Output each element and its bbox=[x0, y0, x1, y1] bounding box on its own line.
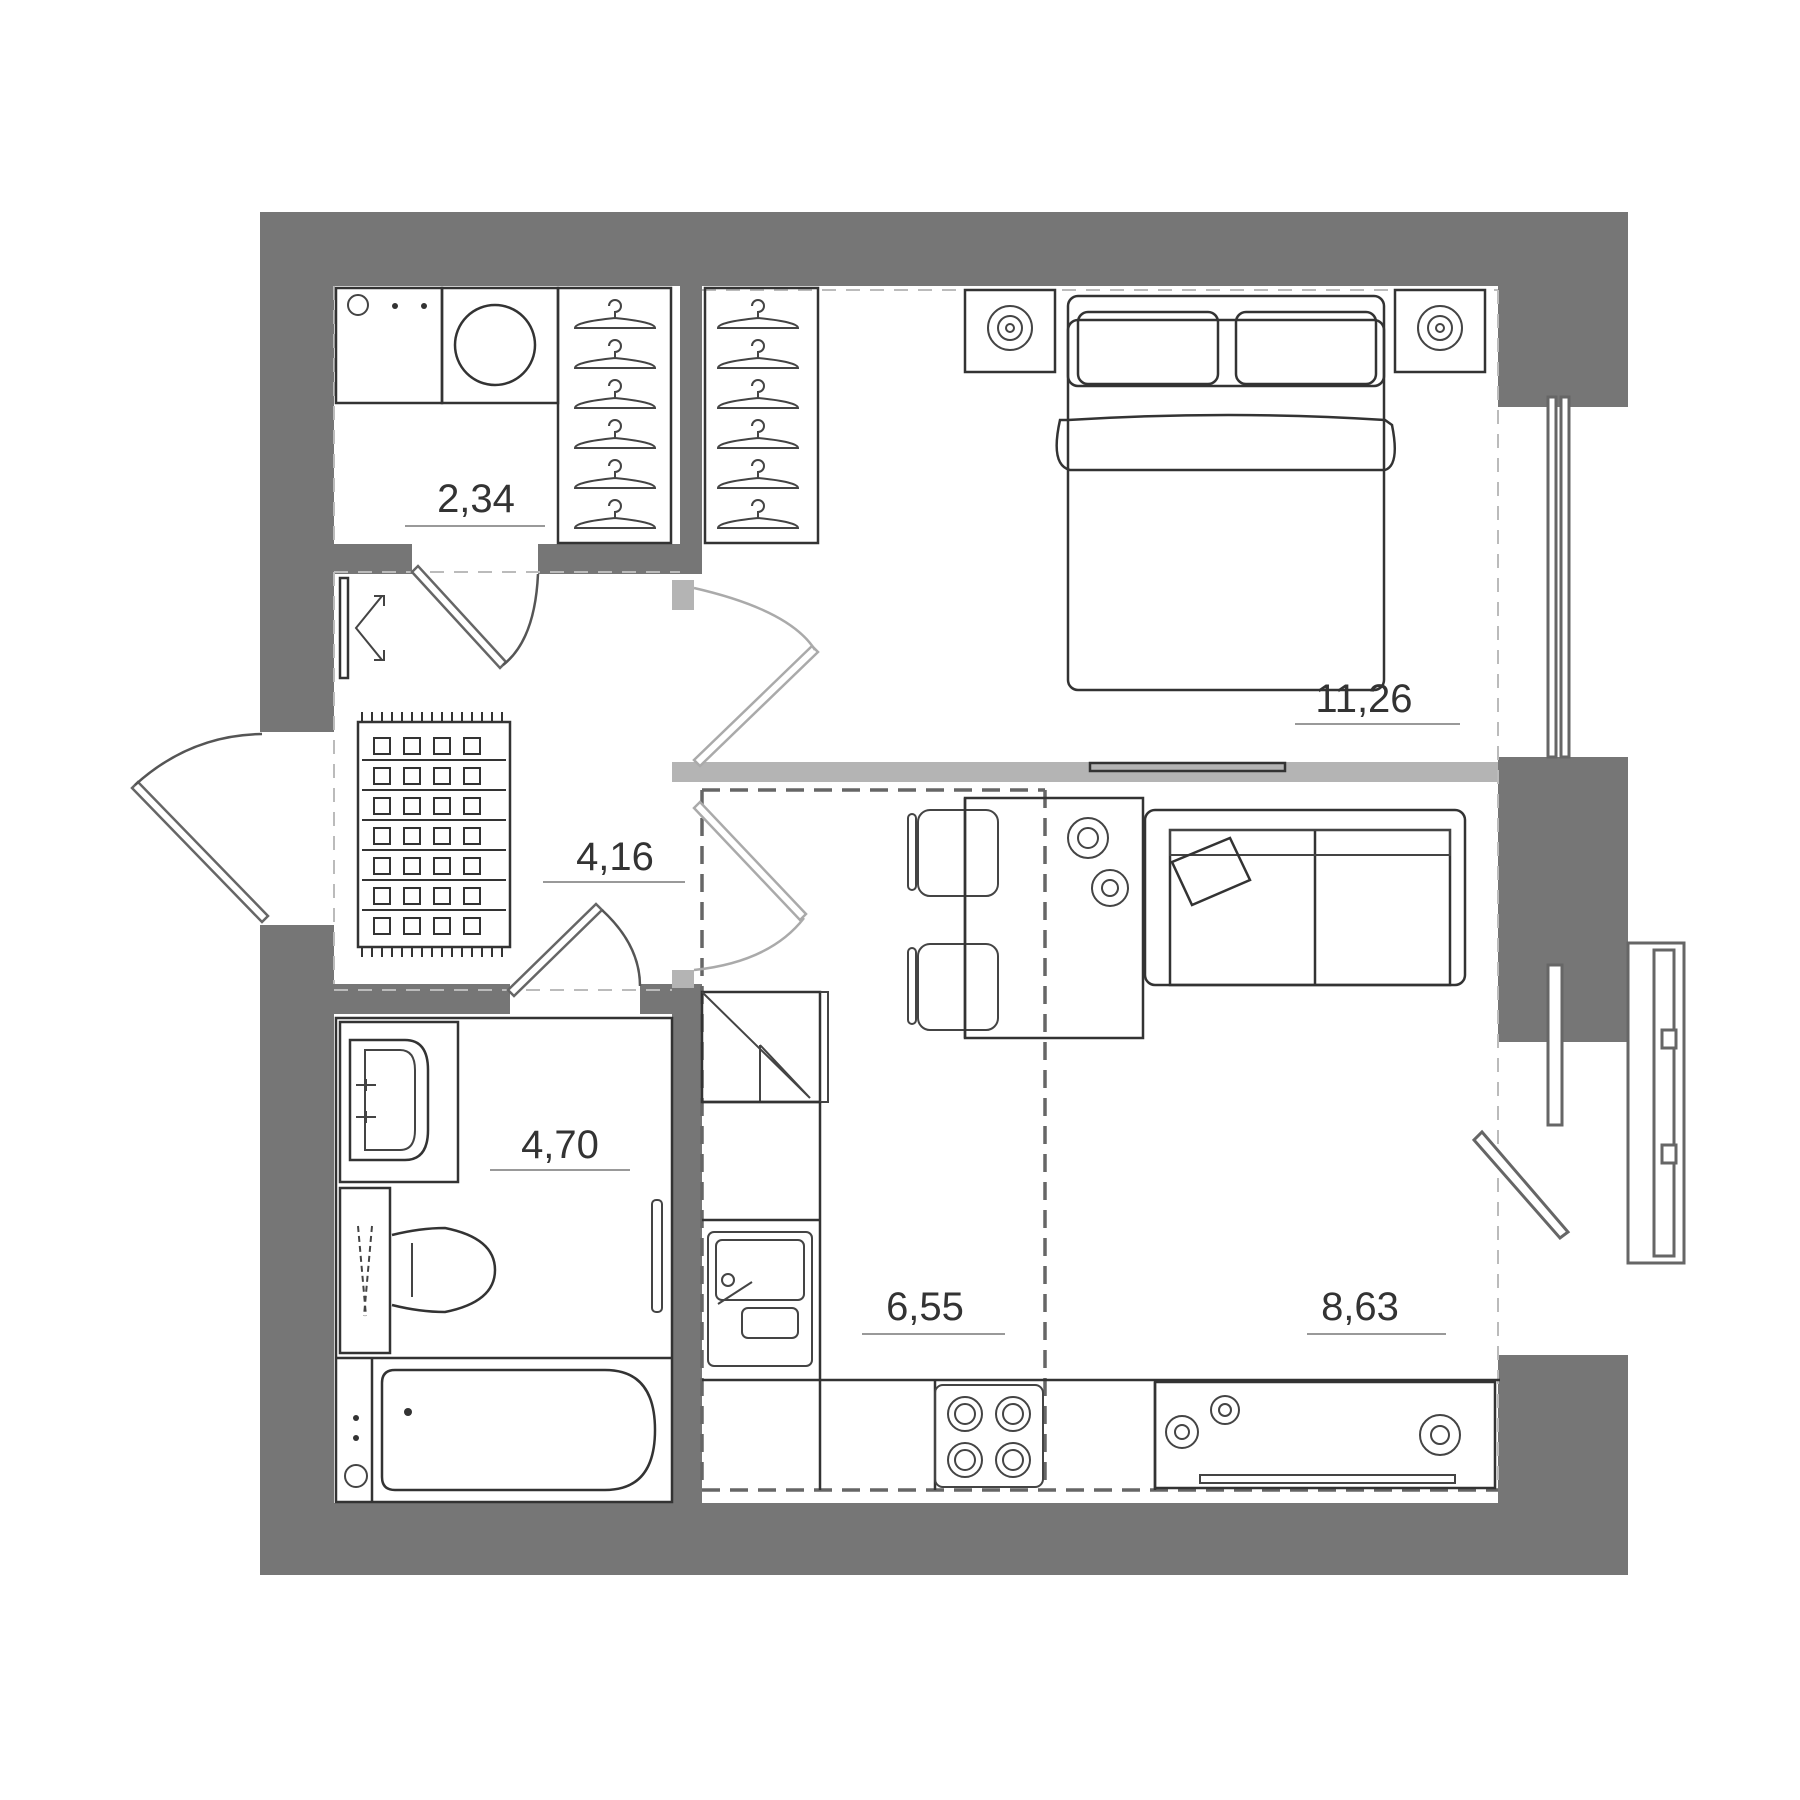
tv-stand-icon bbox=[1153, 1380, 1497, 1490]
living-room: 8,63 bbox=[1067, 808, 1497, 1490]
plant-icon bbox=[1067, 817, 1129, 907]
svg-text:4,70: 4,70 bbox=[521, 1123, 599, 1167]
kitchen-area-label: 6,55 bbox=[862, 1285, 1005, 1335]
towel-rail-icon bbox=[651, 1199, 663, 1313]
kitchen-door[interactable] bbox=[692, 800, 808, 972]
bathtub-icon bbox=[336, 1356, 672, 1502]
svg-text:4,16: 4,16 bbox=[576, 835, 654, 879]
bathroom: 4,70 bbox=[334, 1016, 674, 1504]
room-boundaries bbox=[333, 286, 1499, 1492]
nightstand-icon bbox=[963, 288, 1057, 374]
entrance-hall: 4,16 bbox=[338, 576, 685, 957]
sofa-icon bbox=[1143, 808, 1467, 987]
entrance-door[interactable] bbox=[130, 732, 270, 924]
hall-area-label: 4,16 bbox=[543, 835, 685, 883]
coat-hook-icon bbox=[338, 576, 385, 680]
toilet-icon bbox=[338, 1186, 497, 1355]
bedroom-door[interactable] bbox=[692, 586, 820, 768]
nightstand-icon bbox=[1393, 288, 1487, 374]
tv-console bbox=[1088, 761, 1287, 773]
wardrobe-icon bbox=[703, 286, 820, 545]
double-bed-icon bbox=[1055, 294, 1397, 692]
stove-icon bbox=[934, 1384, 1044, 1488]
wardrobe-icon bbox=[556, 286, 673, 545]
outer-walls bbox=[260, 212, 1628, 1575]
living-area-label: 8,63 bbox=[1307, 1285, 1446, 1335]
storage-door[interactable] bbox=[410, 564, 540, 670]
svg-text:11,26: 11,26 bbox=[1315, 677, 1412, 721]
dining-table-icon bbox=[907, 796, 1145, 1040]
kitchen: 6,55 bbox=[700, 796, 1500, 1490]
rug-icon bbox=[356, 712, 512, 957]
balcony-window[interactable] bbox=[1626, 941, 1686, 1265]
storage-room: 2,34 bbox=[334, 286, 820, 545]
bathroom-door[interactable] bbox=[506, 902, 642, 998]
fridge-icon bbox=[700, 990, 829, 1104]
svg-text:6,55: 6,55 bbox=[886, 1285, 964, 1329]
plant-icon bbox=[987, 305, 1033, 351]
svg-text:8,63: 8,63 bbox=[1321, 1285, 1399, 1329]
svg-text:2,34: 2,34 bbox=[437, 477, 515, 521]
bathroom-area-label: 4,70 bbox=[490, 1123, 630, 1171]
sink-icon bbox=[338, 1020, 460, 1184]
storage-area-label: 2,34 bbox=[405, 477, 545, 527]
plant-icon bbox=[1165, 1395, 1461, 1456]
bedroom-area-label: 11,26 bbox=[1295, 677, 1460, 725]
bedroom-window[interactable] bbox=[1546, 395, 1571, 759]
plant-icon bbox=[1417, 305, 1463, 351]
kitchen-sink-icon bbox=[707, 1231, 813, 1367]
balcony-door[interactable] bbox=[1471, 963, 1571, 1241]
bedroom: 11,26 bbox=[963, 288, 1487, 773]
